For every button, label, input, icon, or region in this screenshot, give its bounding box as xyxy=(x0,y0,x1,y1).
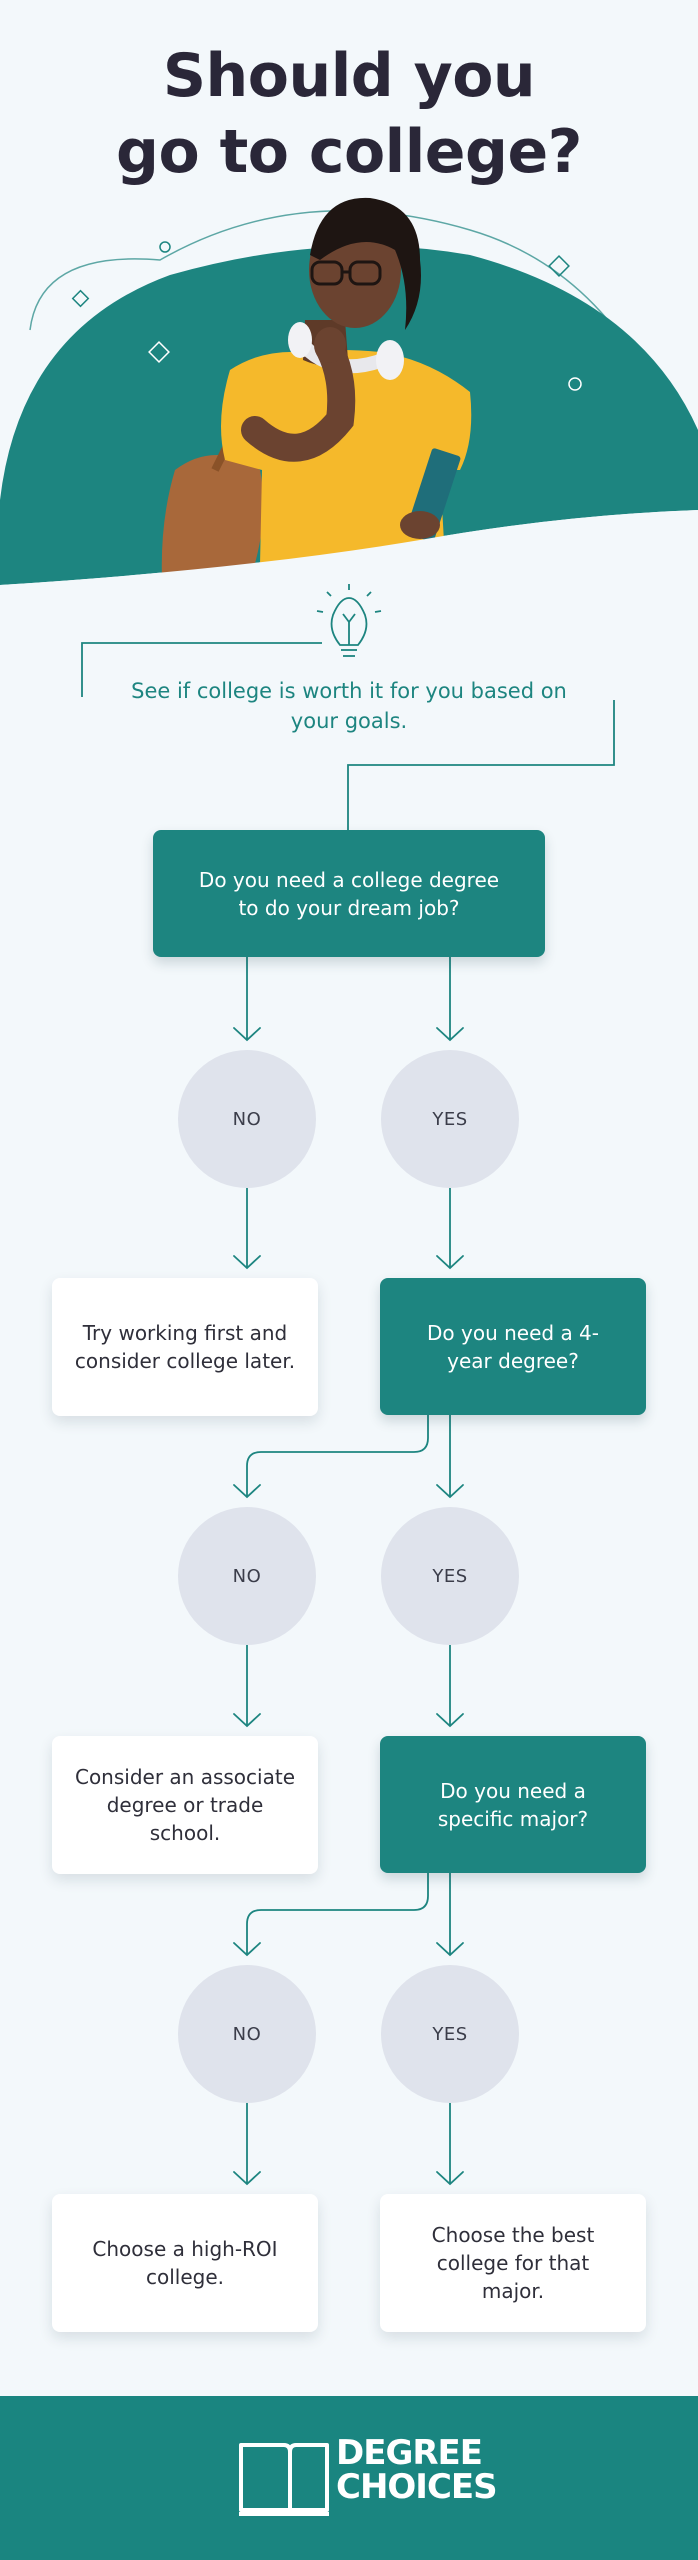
arrow-down-icon xyxy=(233,1484,261,1499)
arrow-down-icon xyxy=(436,1027,464,1042)
title-line-1: Should you xyxy=(162,41,536,111)
brand-line-1: DEGREE xyxy=(336,2433,483,2473)
answer-yes-circle: YES xyxy=(381,1965,519,2103)
answer-no-circle: NO xyxy=(178,1050,316,1188)
intro-text: See if college is worth it for you based… xyxy=(131,679,567,733)
arrow-down-icon xyxy=(436,2171,464,2186)
decor-diamond-icon xyxy=(548,255,570,277)
student-figure xyxy=(161,197,472,580)
decor-diamond-icon xyxy=(71,289,90,308)
question-dream-job: Do you need a college degree to do your … xyxy=(153,830,545,957)
arrow-down-icon xyxy=(436,1255,464,1270)
title-line-2: go to college? xyxy=(116,117,582,187)
arrow-down-icon xyxy=(436,1713,464,1728)
footer-bar xyxy=(0,2396,698,2560)
decor-circle-icon xyxy=(568,377,582,391)
result-associate-degree: Consider an associate degree or trade sc… xyxy=(52,1736,318,1874)
question-4-year-degree: Do you need a 4-year degree? xyxy=(380,1278,646,1415)
result-work-first: Try working first and consider college l… xyxy=(52,1278,318,1416)
hero-illustration xyxy=(0,197,698,600)
answer-yes-circle: YES xyxy=(381,1050,519,1188)
arrow-down-icon xyxy=(233,1255,261,1270)
result-best-college-for-major: Choose the best college for that major. xyxy=(380,2194,646,2332)
flow-connectors xyxy=(81,584,615,2186)
page-title: Should you go to college? xyxy=(0,38,698,190)
answer-no-circle: NO xyxy=(178,1965,316,2103)
arrow-down-icon xyxy=(233,1027,261,1042)
arrow-down-icon xyxy=(436,1484,464,1499)
answer-yes-circle: YES xyxy=(381,1507,519,1645)
lightbulb-icon xyxy=(316,584,382,657)
question-specific-major: Do you need a specific major? xyxy=(380,1736,646,1873)
arrow-down-icon xyxy=(233,1942,261,1957)
arrow-down-icon xyxy=(233,2171,261,2186)
arrow-down-icon xyxy=(436,1942,464,1957)
brand-line-2: CHOICES xyxy=(336,2467,498,2507)
brand-wordmark[interactable]: DEGREE CHOICES xyxy=(336,2433,498,2507)
answer-no-circle: NO xyxy=(178,1507,316,1645)
decor-diamond-icon xyxy=(148,341,170,363)
arrow-down-icon xyxy=(233,1713,261,1728)
result-high-roi-college: Choose a high-ROI college. xyxy=(52,2194,318,2332)
decor-circle-icon xyxy=(159,241,171,253)
